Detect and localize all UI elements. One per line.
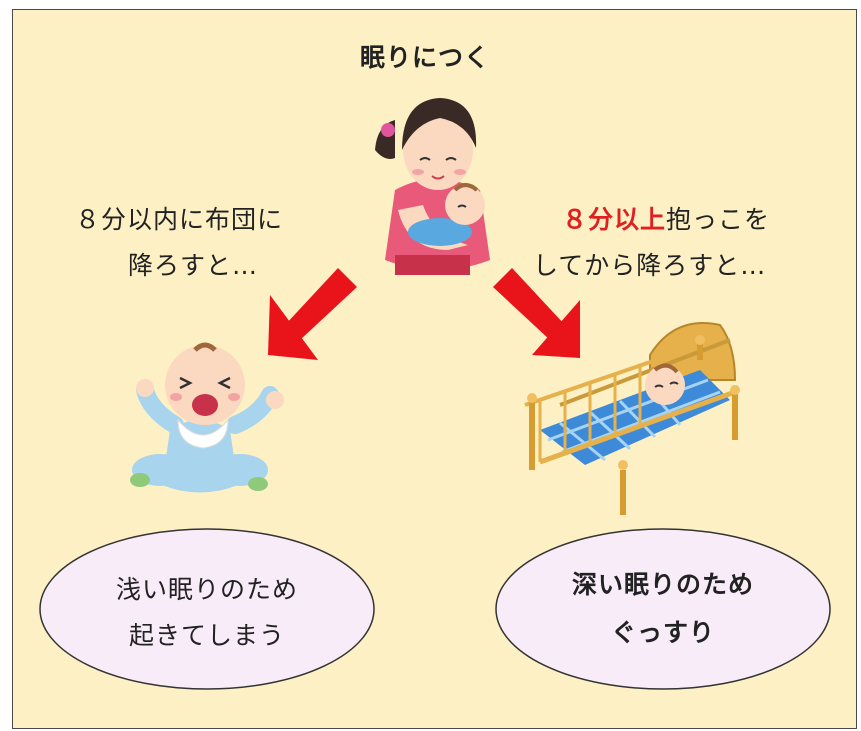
right-result-line1: 深い眠りのため <box>571 570 754 599</box>
arrow-left-down-icon <box>268 268 357 360</box>
right-condition-rest: 抱っこを <box>666 205 771 234</box>
right-condition-line1: ８分以上抱っこを <box>562 200 770 236</box>
right-condition-highlight: ８分以上 <box>562 205 667 234</box>
left-result-ellipse <box>39 528 375 690</box>
right-result-ellipse <box>495 528 831 690</box>
mother-holding-baby-illustration <box>375 98 490 275</box>
diagram-title: 眠りにつく <box>360 43 491 72</box>
left-result-line1: 浅い眠りのため <box>115 575 298 604</box>
arrow-right-down-icon <box>493 268 580 358</box>
left-condition-line1: ８分以内に布団に <box>75 205 284 234</box>
crying-baby-illustration <box>130 342 284 493</box>
left-condition-line2: 降ろすと… <box>128 251 259 280</box>
left-result-line2: 起きてしまう <box>128 621 285 650</box>
right-result-line2: ぐっすり <box>610 618 715 647</box>
sleeping-baby-crib-illustration <box>524 322 740 515</box>
right-condition-line2: してから降ろすと… <box>533 251 767 280</box>
